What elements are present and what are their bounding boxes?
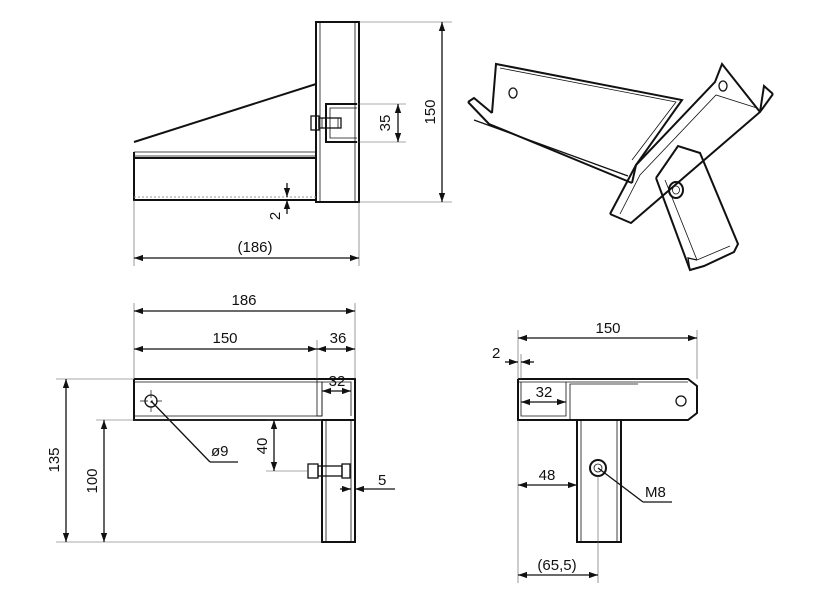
end-post bbox=[576, 420, 622, 543]
end-view: M8 150 2 32 48 (65,5) bbox=[492, 320, 698, 583]
dim-top-offset: 5 bbox=[378, 472, 386, 489]
dim-top-hole-height: 100 bbox=[84, 468, 101, 493]
top-view: ø9 186 150 36 32 135 100 40 bbox=[46, 292, 395, 543]
isometric-view bbox=[467, 62, 774, 272]
side-arm bbox=[133, 152, 316, 201]
dim-top-hole-dia: ø9 bbox=[211, 443, 229, 460]
dim-end-length: 150 bbox=[595, 320, 620, 337]
dim-top-total-height: 135 bbox=[46, 447, 63, 472]
top-post bbox=[321, 420, 356, 543]
side-gusset bbox=[133, 82, 317, 159]
dim-top-overall: 186 bbox=[231, 292, 256, 309]
iso-gusset bbox=[491, 62, 684, 184]
dim-end-thickness: 2 bbox=[492, 345, 500, 362]
dim-side-length: (186) bbox=[237, 239, 272, 256]
dim-top-channel: 32 bbox=[329, 373, 346, 390]
dim-side-height: 150 bbox=[422, 99, 439, 124]
dim-top-arm: 150 bbox=[212, 330, 237, 347]
iso-bolt bbox=[668, 181, 684, 199]
dim-end-offset: 48 bbox=[539, 467, 556, 484]
iso-arm-hole bbox=[508, 87, 518, 99]
side-clamp bbox=[310, 103, 357, 143]
iso-clamp bbox=[655, 144, 740, 272]
iso-post-hole bbox=[718, 80, 728, 92]
dim-top-post: 36 bbox=[330, 330, 347, 347]
side-post bbox=[315, 21, 360, 203]
dim-end-total: (65,5) bbox=[537, 557, 576, 574]
dim-end-channel: 32 bbox=[536, 384, 553, 401]
dim-side-clamp: 35 bbox=[377, 115, 394, 132]
iso-post bbox=[609, 93, 774, 225]
end-hole bbox=[675, 395, 687, 407]
side-view: 150 35 2 (186) bbox=[133, 21, 452, 266]
dim-end-thread: M8 bbox=[645, 484, 666, 501]
dim-top-bolt-height: 40 bbox=[254, 438, 271, 455]
top-bolt bbox=[307, 463, 351, 479]
dim-side-thickness: 2 bbox=[267, 212, 284, 220]
